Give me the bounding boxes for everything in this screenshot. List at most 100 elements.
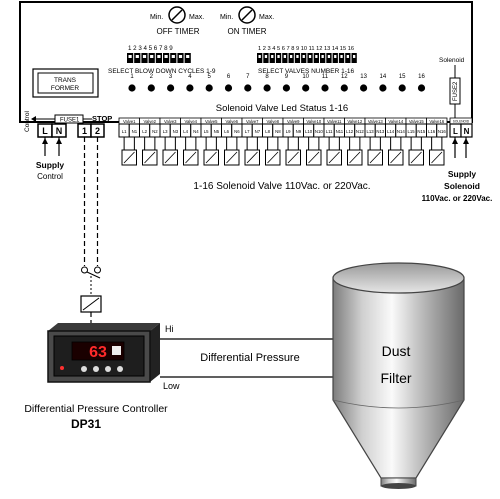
valve-terminal-label: N1 [132, 129, 138, 134]
valve-terminal-label: L14 [387, 129, 395, 134]
led-indicator [244, 84, 252, 92]
led-indicator [224, 84, 233, 92]
supply-control-line2: Control [37, 172, 63, 181]
dust-filter-line2: Filter [380, 370, 411, 386]
terminal-l[interactable]: L [37, 123, 53, 138]
stop-label: STOP [92, 114, 112, 123]
controller-button-4[interactable] [117, 366, 123, 372]
controller-button-3[interactable] [105, 366, 111, 372]
solenoid-terminal-n[interactable]: N [460, 123, 473, 138]
valve-header: Valve3 [164, 119, 177, 124]
dp-controller: 63 [47, 323, 160, 383]
blow-down-dip-switch[interactable] [127, 53, 191, 63]
valve-header: Valve10 [306, 119, 321, 124]
valve-terminal-label: L10 [305, 129, 313, 134]
dust-filter [332, 262, 465, 489]
valve-header: Valve7 [246, 119, 259, 124]
led-status-label: Solenoid Valve Led Status 1-16 [216, 103, 348, 114]
svg-text:L: L [453, 127, 458, 136]
led-indicator [321, 84, 329, 92]
valve-header: Valve11 [327, 119, 342, 124]
valve-terminal-label: N10 [315, 129, 323, 134]
valve-header: Valve12 [347, 119, 362, 124]
led-number: 15 [399, 74, 406, 80]
valve-terminal-label: L16 [428, 129, 436, 134]
valve-terminal-label: L15 [408, 129, 416, 134]
svg-text:L: L [42, 126, 48, 136]
led-indicator [379, 84, 387, 92]
solenoid-terminal-l[interactable]: L [449, 123, 462, 138]
differential-pressure-label: Differential Pressure [200, 352, 299, 364]
valve-wire [267, 137, 279, 150]
on-timer-max: Max. [259, 14, 274, 21]
valve-wire [410, 137, 422, 150]
controller-button-2[interactable] [93, 366, 99, 372]
fuse2-label: FUSE2 [453, 81, 459, 101]
valve-header: Valve1 [123, 119, 136, 124]
valve-numbers: 1 2 3 4 5 6 7 8 9 10 11 12 13 14 15 16 [258, 46, 354, 52]
valve-terminal-label: L2 [142, 129, 147, 134]
led-number: 7 [246, 74, 250, 80]
led-indicator [340, 84, 348, 92]
led-number: 16 [418, 74, 425, 80]
valve-terminal-label: L9 [286, 129, 291, 134]
control-side-label: Control [24, 110, 31, 132]
fuse1-label: FUSE1 [60, 118, 80, 124]
led-number: 5 [208, 74, 212, 80]
valve-header: Valve14 [388, 119, 403, 124]
off-timer-max: Max. [189, 14, 204, 21]
valves-voltage-label: 1-16 Solenoid Valve 110Vac. or 220Vac. [193, 181, 370, 192]
valve-wire [246, 137, 258, 150]
led-indicator [417, 84, 426, 92]
controller-display [71, 341, 125, 361]
valve-terminal-label: L11 [326, 129, 333, 134]
valve-terminal-label: N2 [152, 129, 158, 134]
valve-header: Valve2 [144, 119, 157, 124]
valve-terminal-label: N14 [397, 129, 405, 134]
led-number: 9 [285, 74, 289, 80]
valve-terminal-label: L7 [245, 129, 250, 134]
controller-name: Differential Pressure Controller [24, 403, 168, 415]
valve-terminal-label: N12 [356, 129, 364, 134]
led-number: 10 [302, 74, 309, 80]
valve-wire [123, 137, 135, 150]
valve-terminal-label: L3 [163, 129, 168, 134]
valve-dip-switch[interactable] [257, 53, 357, 63]
led-number: 14 [380, 74, 387, 80]
led-number: 4 [188, 74, 192, 80]
svg-text:2: 2 [95, 126, 100, 136]
led-number: 3 [169, 74, 173, 80]
valve-wire [349, 137, 361, 150]
valve-wire [390, 137, 402, 150]
valve-header: Valve5 [205, 119, 218, 124]
terminal-n[interactable]: N [51, 123, 67, 138]
terminal-stop-2[interactable]: 2 [90, 123, 105, 138]
terminal-stop-1[interactable]: 1 [77, 123, 92, 138]
led-indicator [263, 84, 271, 92]
valve-wire [205, 137, 217, 150]
valve-header: Valve9 [287, 119, 300, 124]
valve-terminal-label: N15 [417, 129, 425, 134]
led-number: 6 [227, 74, 231, 80]
valve-wire [308, 137, 320, 150]
valve-select-label: SELECT VALVES NUMBER 1-16 [258, 68, 354, 75]
led-number: 11 [322, 74, 329, 80]
solenoid-header: SOLENOID [453, 120, 470, 124]
valve-header: Valve8 [267, 119, 280, 124]
svg-text:N: N [56, 126, 63, 136]
valve-terminal-label: L13 [367, 129, 375, 134]
valve-terminal-label: N3 [173, 129, 179, 134]
controller-button-1[interactable] [81, 366, 87, 372]
valve-terminal-label: L8 [265, 129, 270, 134]
valve-terminal-label: L1 [122, 129, 127, 134]
off-timer-knob[interactable] [168, 6, 186, 24]
valve-wire [144, 137, 156, 150]
led-indicator [302, 84, 310, 92]
on-timer-knob[interactable] [238, 6, 256, 24]
valve-wire [328, 137, 340, 150]
transformer-label-1: TRANS [54, 77, 77, 84]
controller-model: DP31 [71, 417, 101, 431]
